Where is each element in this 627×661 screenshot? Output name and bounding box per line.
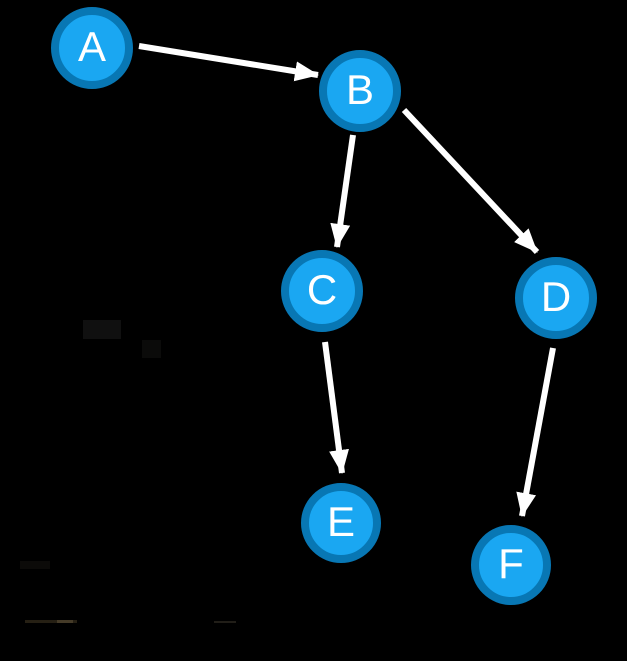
node-label: D [540, 273, 572, 320]
graph-node-a[interactable]: A [51, 7, 133, 89]
render-artifact [214, 621, 236, 623]
node-label: B [345, 66, 374, 113]
node-label: E [326, 498, 355, 545]
edge-arrow-a-to-b [138, 43, 319, 82]
render-artifact [142, 340, 161, 358]
render-artifact [57, 620, 73, 623]
node-label: A [77, 23, 106, 70]
edge-arrow-c-to-e [322, 341, 349, 474]
graph-node-d[interactable]: D [515, 257, 597, 339]
graph-node-b[interactable]: B [319, 50, 401, 132]
render-artifact [83, 320, 121, 339]
edge-arrow-d-to-f [516, 347, 556, 517]
render-artifact [25, 620, 77, 623]
node-label: C [306, 266, 338, 313]
edge-arrow-b-to-d [401, 107, 540, 255]
graph-node-c[interactable]: C [281, 250, 363, 332]
graph-node-e[interactable]: E [301, 483, 381, 563]
graph-node-f[interactable]: F [471, 525, 551, 605]
edge-arrow-b-to-c [330, 134, 356, 248]
node-label: F [498, 540, 524, 587]
render-artifact [20, 561, 50, 569]
